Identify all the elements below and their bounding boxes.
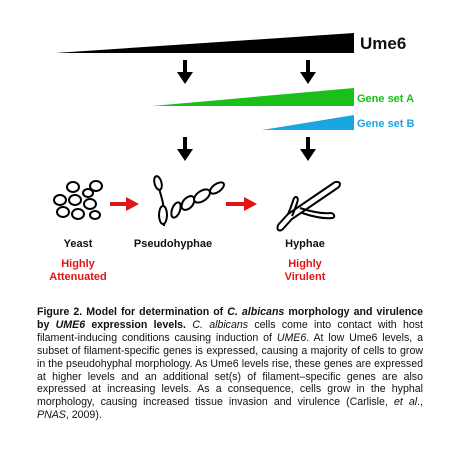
down-arrow-1 (177, 60, 193, 84)
down-arrow-2 (300, 60, 316, 84)
down-arrow-3 (177, 137, 193, 161)
model-diagram (53, 33, 354, 232)
attenuated-note: Highly Attenuated (28, 258, 128, 284)
gene-set-a-wedge (152, 88, 354, 106)
yeast-cells-icon (53, 180, 103, 220)
gene-set-b-label: Gene set B (357, 118, 415, 130)
down-arrow-4 (300, 137, 316, 161)
yeast-label: Yeast (63, 238, 93, 250)
hyphae-icon (276, 180, 341, 232)
gene-set-a-label: Gene set A (357, 93, 415, 105)
virulent-note-line2: Virulent (284, 271, 326, 283)
pseudohyphae-label: Pseudohyphae (133, 238, 213, 250)
pseudohyphae-icon (153, 175, 225, 227)
figure-caption: Figure 2. Model for determination of C. … (37, 306, 424, 422)
transition-arrow-1 (110, 197, 139, 211)
caption-title: Figure 2. Model for determination of C. … (37, 306, 424, 331)
virulent-note: Highly Virulent (265, 258, 345, 284)
hyphae-label: Hyphae (285, 238, 325, 250)
virulent-note-line1: Highly (288, 258, 322, 270)
transition-arrow-2 (226, 197, 257, 211)
attenuated-note-line1: Highly (61, 258, 95, 270)
ume6-label: Ume6 (360, 34, 407, 53)
ume6-gradient-wedge (55, 33, 354, 53)
attenuated-note-line2: Attenuated (49, 271, 107, 283)
gene-set-b-wedge (262, 115, 354, 130)
